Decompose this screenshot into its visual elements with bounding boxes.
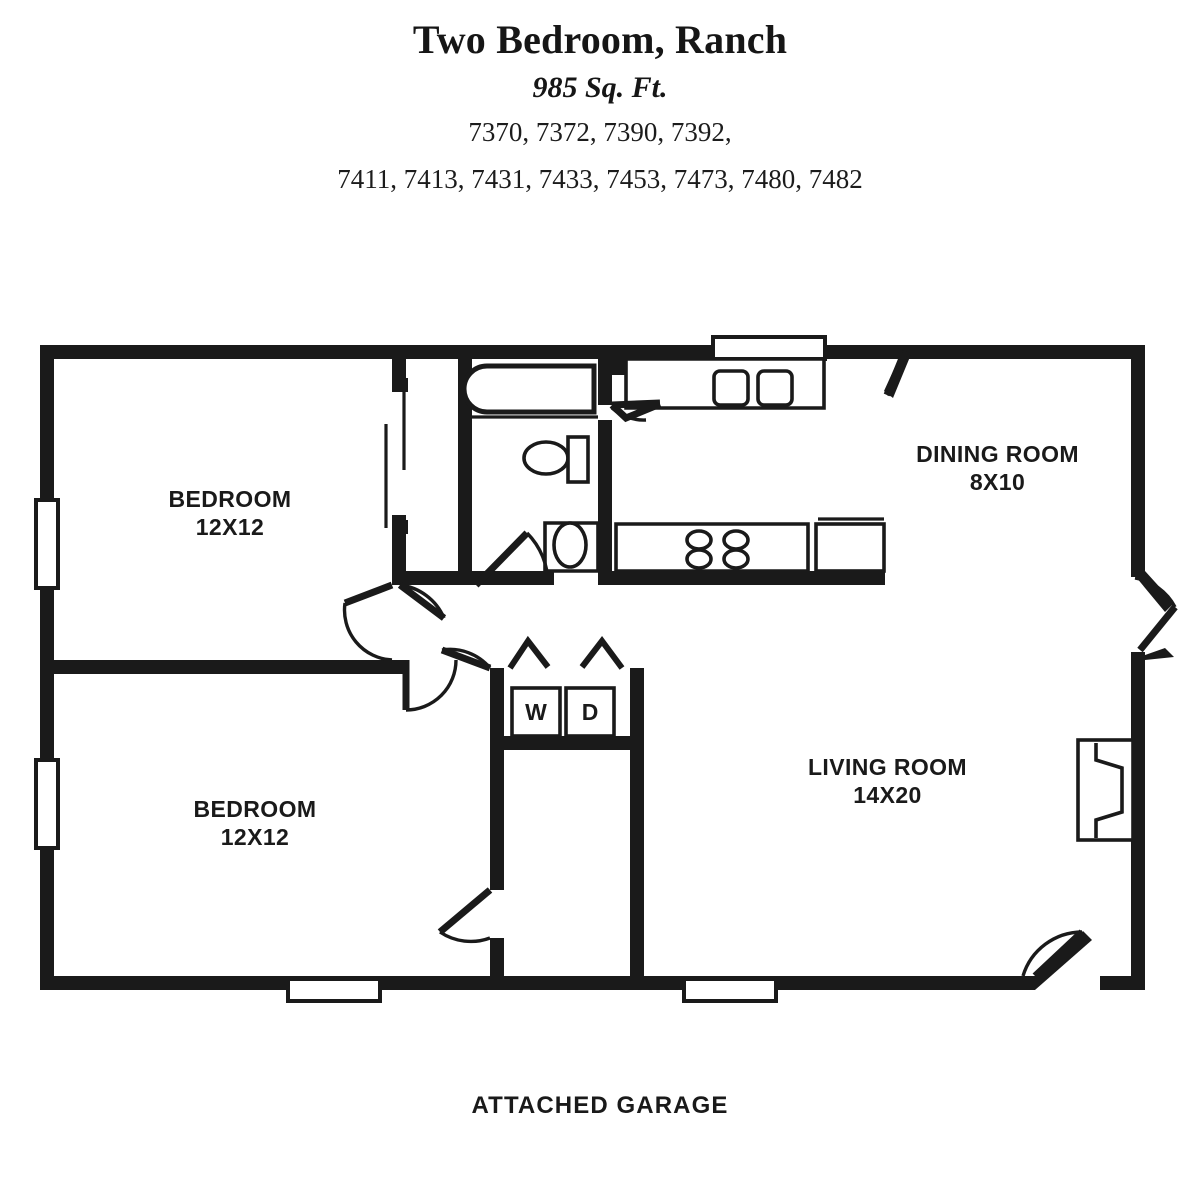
stove-burner-top-left bbox=[685, 529, 713, 551]
door-bathroom-arc bbox=[525, 531, 550, 585]
room-dims: 12X12 bbox=[195, 514, 265, 541]
stove-burner-top-right bbox=[722, 529, 750, 551]
closet-jamb-bottom bbox=[392, 520, 408, 534]
unit-codes-line2: 7411, 7413, 7431, 7433, 7453, 7473, 7480… bbox=[337, 164, 863, 195]
exterior-wall-bottom bbox=[40, 976, 1035, 990]
room-label-living-room: LIVING ROOM 14X20 bbox=[785, 753, 990, 809]
stove-burner-bottom-right bbox=[722, 548, 750, 570]
room-dims: 8X10 bbox=[969, 469, 1026, 496]
interior-wall-bath-bottom-b bbox=[598, 571, 612, 585]
door-bedroom-top-arc bbox=[399, 583, 446, 619]
interior-wall-bedroom-divider bbox=[40, 660, 392, 674]
closet-sliding-doors-bedroom-top bbox=[384, 378, 408, 534]
kitchen-sink-basin-right bbox=[756, 369, 794, 407]
exterior-wall-right-lower bbox=[1131, 652, 1145, 990]
doors bbox=[342, 347, 1178, 979]
stove-burner-bottom-left bbox=[685, 548, 713, 570]
door-kitchen-arc bbox=[610, 406, 647, 422]
angled-wall-bottom-right bbox=[1035, 931, 1092, 990]
interior-wall-laundry-left bbox=[490, 668, 504, 742]
window-kitchen bbox=[711, 335, 827, 361]
dryer-label: D bbox=[581, 699, 599, 725]
room-name: BEDROOM bbox=[193, 796, 317, 822]
interior-wall-kitchen-left-top bbox=[612, 345, 626, 375]
bifold-doors-laundry bbox=[507, 635, 625, 670]
refrigerator bbox=[814, 522, 886, 573]
interior-wall-laundry-right bbox=[630, 668, 644, 976]
washer-box bbox=[510, 686, 562, 738]
washer-label: W bbox=[525, 699, 547, 725]
exterior-wall-top-mid bbox=[825, 345, 905, 359]
door-bedroom-bottom-arc bbox=[405, 659, 458, 712]
page-title: Two Bedroom, Ranch bbox=[412, 17, 788, 62]
kitchen-sink-basin-left bbox=[712, 369, 750, 407]
door-bathroom-leaf bbox=[473, 530, 530, 588]
exterior-wall-right-foot bbox=[1100, 976, 1145, 990]
room-label-bedroom-top: BEDROOM 12X12 bbox=[130, 485, 330, 541]
square-feet-text: 985 Sq. Ft. bbox=[532, 70, 668, 104]
bay-window-living-room bbox=[1076, 738, 1135, 842]
door-bedroom-top-leaf bbox=[397, 582, 447, 621]
interior-wall-laundry-bottom bbox=[490, 736, 644, 750]
interior-wall-hallcloset-left-b bbox=[490, 938, 504, 990]
window-bedroom-bottom-left bbox=[34, 758, 60, 850]
bathroom-vanity-counter bbox=[566, 435, 590, 484]
window-bedroom-top-left bbox=[34, 498, 60, 590]
interior-wall-topbed-right-a bbox=[392, 345, 406, 380]
bathtub bbox=[461, 363, 597, 415]
door-hall-living-arc bbox=[441, 647, 492, 670]
kitchen-fixtures bbox=[614, 357, 886, 573]
door-hall-closet-arc bbox=[342, 602, 393, 662]
window-bedroom-bottom bbox=[286, 977, 382, 1003]
windows bbox=[34, 335, 827, 1003]
room-dims: 12X12 bbox=[220, 824, 290, 851]
bifold-door-left bbox=[507, 635, 551, 670]
door-hall-closet-leaf bbox=[343, 581, 394, 607]
interior-wall-bath-right-b bbox=[598, 420, 612, 585]
door-hall-living-leaf bbox=[440, 646, 492, 672]
bifold-door-right bbox=[579, 636, 625, 670]
exterior-wall-top-left bbox=[40, 345, 713, 359]
door-bottom-right-arc bbox=[1021, 930, 1083, 977]
room-label-bedroom-bottom: BEDROOM 12X12 bbox=[155, 795, 355, 851]
bathroom-sink bbox=[522, 440, 570, 476]
unit-codes-line1: 7370, 7372, 7390, 7392, bbox=[468, 116, 732, 147]
window-living-room bbox=[682, 977, 778, 1003]
bathroom-fixtures bbox=[461, 363, 600, 573]
door-bottom-right-leaf bbox=[1032, 929, 1085, 979]
door-storage-bottom-arc bbox=[439, 930, 491, 944]
interior-wall-kitchen-bottom bbox=[612, 571, 885, 585]
room-name: LIVING ROOM bbox=[807, 754, 967, 780]
interior-walls bbox=[40, 345, 885, 990]
bay-window-inner-shape bbox=[1094, 743, 1124, 838]
room-label-dining-room: DINING ROOM 8X10 bbox=[895, 440, 1100, 496]
closet-jamb-top bbox=[392, 378, 408, 392]
angled-wall-right-notch-bottom bbox=[1131, 648, 1174, 660]
room-name: BEDROOM bbox=[168, 486, 292, 512]
door-bath-hall-leaf bbox=[611, 399, 661, 409]
laundry-appliances bbox=[510, 686, 616, 738]
plan-header: Two Bedroom, Ranch 985 Sq. Ft. 7370, 737… bbox=[0, 0, 1200, 195]
interior-wall-bath-right-a bbox=[598, 345, 612, 405]
room-dims: 14X20 bbox=[853, 782, 922, 809]
kitchen-lower-counter bbox=[614, 522, 810, 573]
door-front-entry-arc bbox=[885, 347, 903, 397]
attached-garage-label: ATTACHED GARAGE bbox=[471, 1092, 729, 1119]
dryer-box bbox=[564, 686, 616, 738]
exterior-wall-top-right bbox=[900, 345, 1145, 359]
interior-wall-closet-bottom bbox=[392, 571, 462, 585]
door-right-side-arc bbox=[1134, 576, 1177, 608]
door-right-side-leaf bbox=[1137, 604, 1178, 653]
toilet bbox=[552, 521, 588, 569]
room-name: DINING ROOM bbox=[916, 441, 1079, 467]
exterior-wall-right-upper bbox=[1131, 345, 1145, 577]
interior-wall-hallcloset-left bbox=[490, 750, 504, 890]
interior-wall-bath-bottom-a bbox=[458, 571, 554, 585]
door-storage-bottom-leaf bbox=[437, 887, 493, 935]
